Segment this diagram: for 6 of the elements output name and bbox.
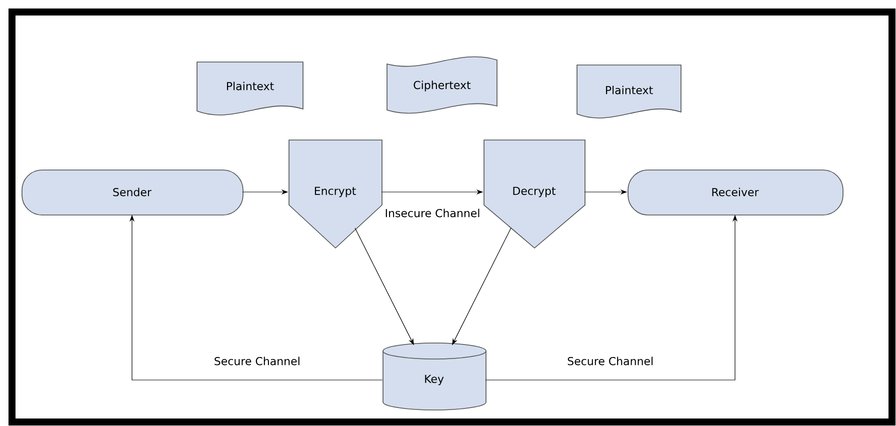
edge-label: Secure Channel: [212, 356, 302, 366]
edge-label: Insecure Channel: [384, 208, 482, 218]
terminal-box: Sender: [22, 170, 244, 216]
edge-label: Secure Channel: [566, 356, 655, 366]
terminal-box: Receiver: [628, 170, 844, 216]
database-cylinder: Key: [382, 342, 486, 410]
